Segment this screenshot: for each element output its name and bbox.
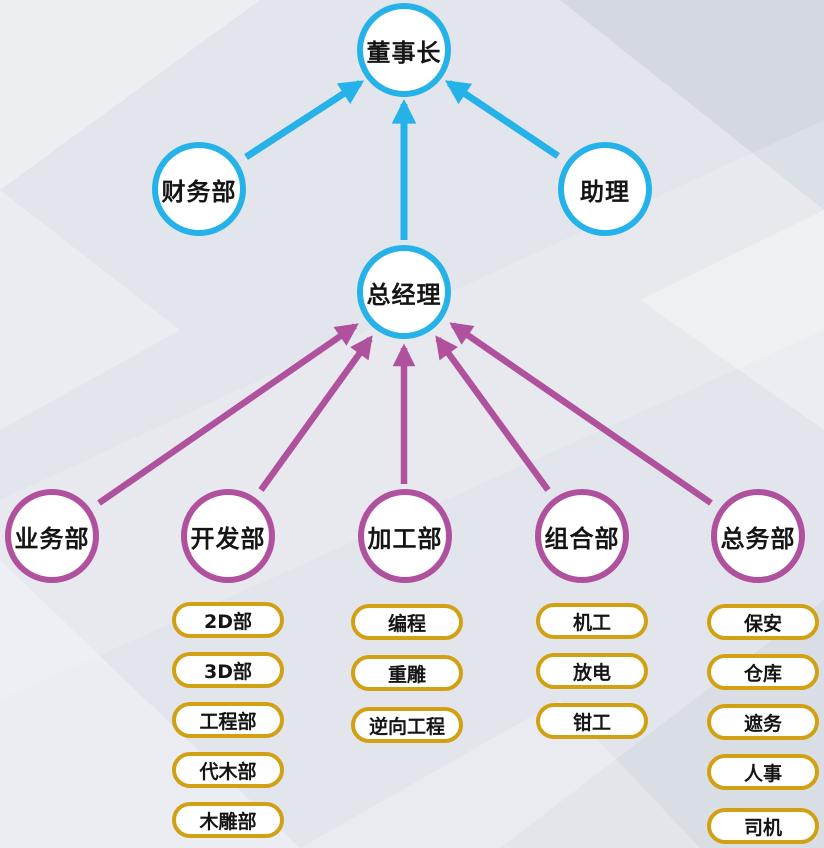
node-assembly-label: 组合部 xyxy=(544,524,620,553)
node-processing: 加工部 xyxy=(358,489,452,583)
subnode-ga-security: 保安 xyxy=(707,604,819,640)
subnode-label: 编程 xyxy=(387,612,426,635)
subnode-label: 仓库 xyxy=(743,662,782,685)
arrow-general-affairs-to-gm xyxy=(449,322,713,506)
node-general-manager-label: 总经理 xyxy=(366,280,442,309)
bg-polygon xyxy=(0,190,180,430)
arrow-development-to-gm xyxy=(258,335,373,492)
subnode-label: 重雕 xyxy=(387,663,426,686)
node-business: 业务部 xyxy=(5,489,99,583)
bg-polygon xyxy=(300,700,700,848)
subnode-label: 代木部 xyxy=(199,760,257,783)
node-development-label: 开发部 xyxy=(190,524,266,553)
subnode-label: 保安 xyxy=(743,612,782,635)
node-assistant: 助理 xyxy=(558,142,652,236)
node-processing-label: 加工部 xyxy=(367,524,443,553)
node-general-manager: 总经理 xyxy=(357,245,451,339)
node-general-affairs-label: 总务部 xyxy=(720,524,796,553)
subnode-label: 逆向工程 xyxy=(368,715,445,738)
node-finance: 财务部 xyxy=(152,142,246,236)
bg-polygon xyxy=(640,210,824,430)
subnode-processing-reverse-engineering: 逆向工程 xyxy=(351,707,463,743)
bg-polygon xyxy=(0,0,260,190)
subnode-processing-carving: 重雕 xyxy=(351,655,463,691)
subnode-label: 2D部 xyxy=(204,610,252,633)
subnode-label: 钳工 xyxy=(572,711,611,734)
subnode-development-3d: 3D部 xyxy=(172,652,284,688)
subnode-development-woodcarving: 木雕部 xyxy=(172,802,284,838)
arrow-business-to-gm xyxy=(97,323,359,506)
subnode-assembly-fitter: 钳工 xyxy=(536,703,648,739)
subnode-label: 工程部 xyxy=(199,710,257,733)
arrow-finance-to-chairman xyxy=(244,80,365,160)
subnode-ga-warehouse: 仓库 xyxy=(707,654,819,690)
node-assembly: 组合部 xyxy=(535,489,629,583)
subnode-label: 3D部 xyxy=(204,660,252,683)
subnode-ga-hr: 人事 xyxy=(707,754,819,790)
subnode-assembly-machining: 机工 xyxy=(536,603,648,639)
subnode-label: 司机 xyxy=(743,816,782,839)
subnode-label: 木雕部 xyxy=(199,810,257,833)
arrow-assembly-to-gm xyxy=(435,335,551,492)
node-chairman-label: 董事长 xyxy=(366,38,442,67)
subnode-assembly-edm: 放电 xyxy=(536,653,648,689)
subnode-label: 放电 xyxy=(572,661,611,684)
subnode-label: 人事 xyxy=(743,762,782,785)
subnode-development-engineering: 工程部 xyxy=(172,702,284,738)
subnode-label: 机工 xyxy=(572,611,611,634)
node-finance-label: 财务部 xyxy=(161,177,237,206)
subnode-ga-driver: 司机 xyxy=(707,808,819,844)
subnode-processing-programming: 编程 xyxy=(351,604,463,640)
node-general-affairs: 总务部 xyxy=(711,489,805,583)
arrow-assistant-to-chairman xyxy=(444,80,560,159)
subnode-development-2d: 2D部 xyxy=(172,602,284,638)
node-business-label: 业务部 xyxy=(14,524,90,553)
node-assistant-label: 助理 xyxy=(580,177,630,206)
subnode-label: 遮务 xyxy=(743,712,782,735)
subnode-ga-affairs: 遮务 xyxy=(707,704,819,740)
node-development: 开发部 xyxy=(181,489,275,583)
bg-polygon xyxy=(560,0,824,210)
node-chairman: 董事长 xyxy=(357,3,451,97)
subnode-development-daimu: 代木部 xyxy=(172,752,284,788)
